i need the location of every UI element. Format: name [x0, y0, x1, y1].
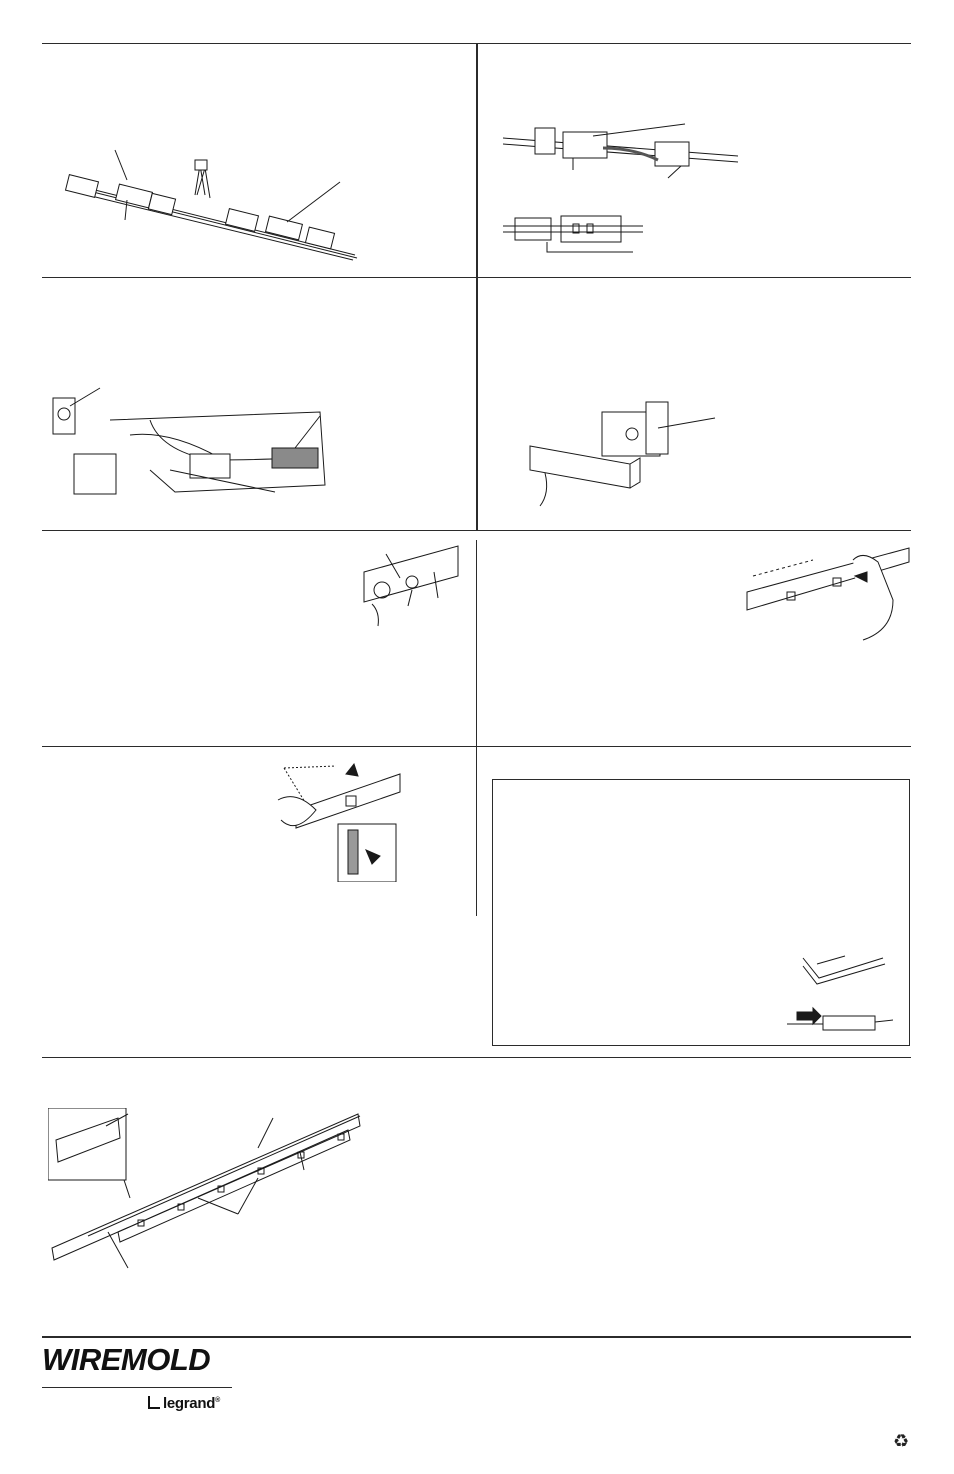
figure-cover-removal — [276, 760, 406, 882]
figure-raceway-interior — [50, 380, 350, 500]
recycle-icon: ♻ — [893, 1431, 910, 1451]
logo-divider — [42, 1387, 232, 1388]
registered-mark: ® — [215, 1397, 220, 1404]
figure-feed-end — [360, 542, 465, 630]
figure-wire-harness — [55, 140, 365, 270]
wiremold-logo: WIREMOLD — [42, 1342, 211, 1377]
legrand-mark-icon — [148, 1396, 160, 1409]
row-rule-2 — [42, 530, 911, 531]
column-divider-lower — [476, 540, 477, 916]
legrand-logo: legrand® — [148, 1395, 220, 1412]
legrand-wordmark: legrand — [163, 1395, 216, 1412]
figure-box-connection — [510, 398, 730, 513]
figure-cover-install — [743, 540, 913, 645]
figure-assembly — [48, 1108, 368, 1278]
figure-connectors — [503, 118, 743, 263]
row-rule-4 — [42, 1057, 911, 1058]
column-divider-upper — [476, 43, 478, 530]
note-panel — [492, 779, 910, 1046]
footer-rule — [42, 1336, 911, 1338]
